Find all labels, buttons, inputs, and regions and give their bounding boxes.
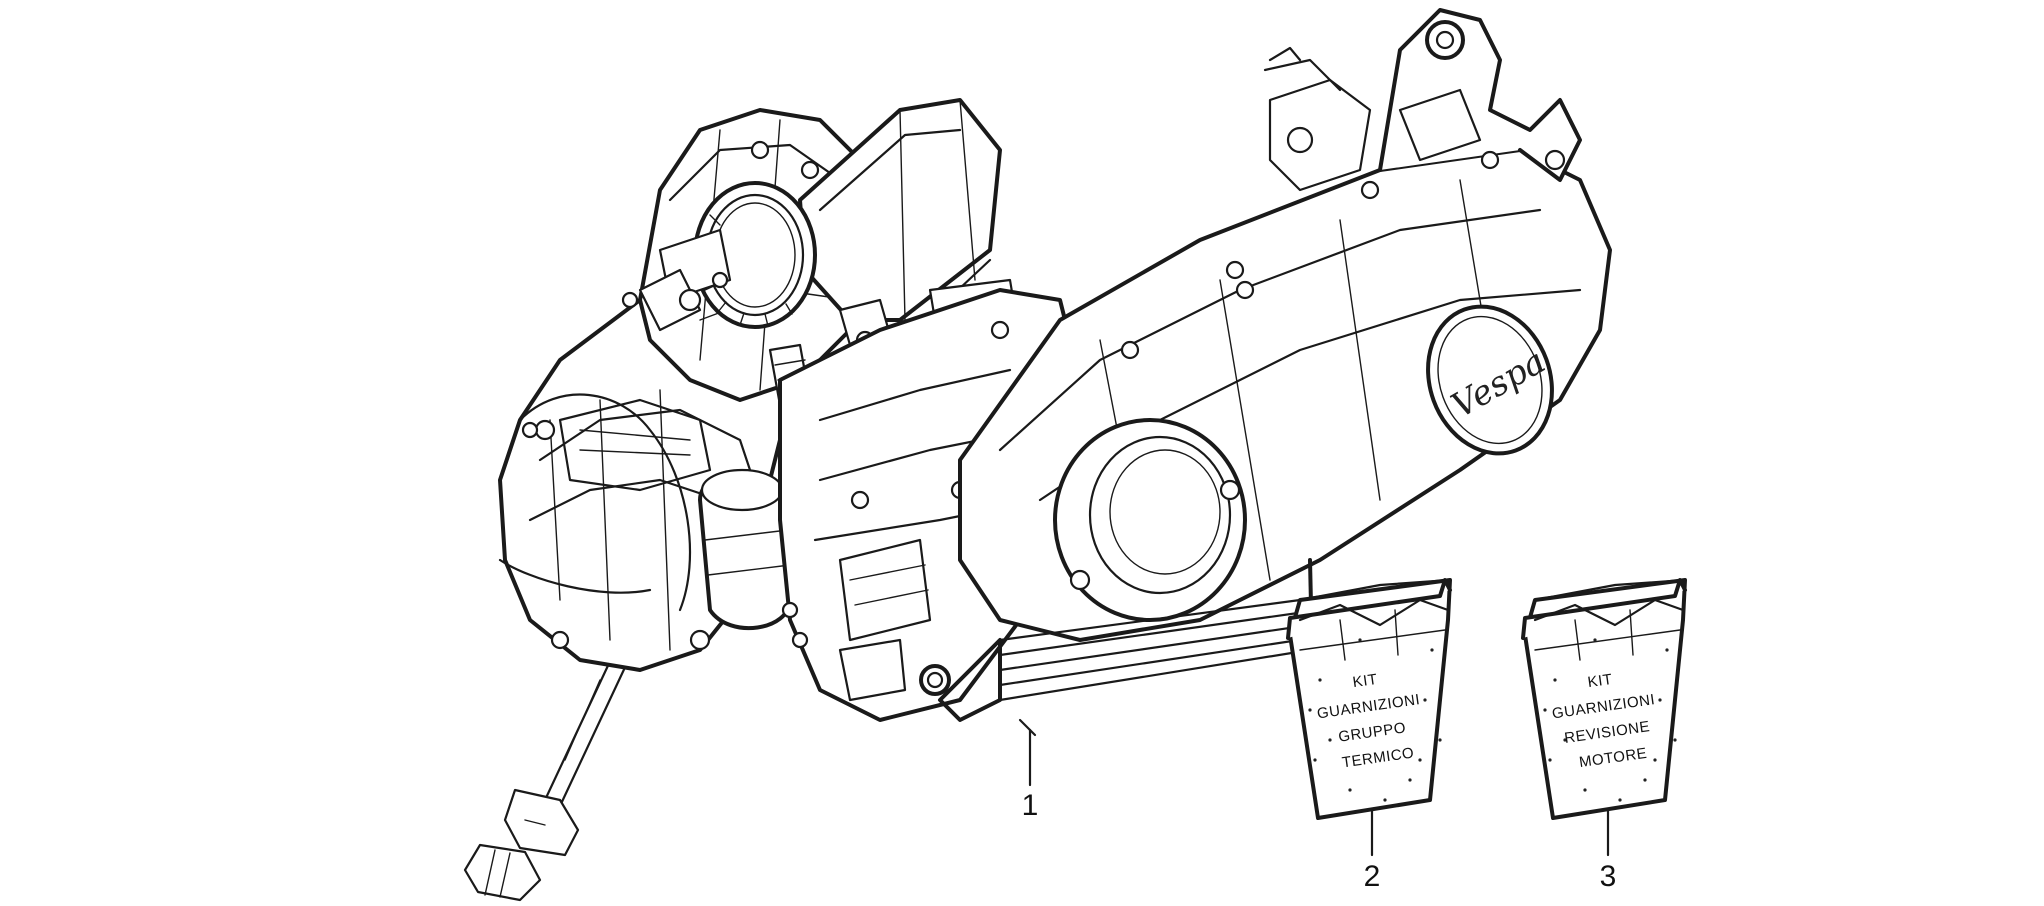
gasket-kit-cylinder: KIT GUARNIZIONI GRUPPO TERMICO (1286, 578, 1452, 857)
gasket-kit-engine-overhaul: KIT GUARNIZIONI REVISIONE MOTORE (1521, 578, 1687, 857)
kit-3-line-1: KIT (1587, 671, 1614, 691)
transmission-cover: Vespa (919, 148, 1612, 722)
oil-filter (698, 468, 792, 631)
drive-cable (463, 638, 637, 902)
engine-assembly: Vespa (463, 8, 1612, 902)
rear-mount-bracket (1120, 8, 1582, 360)
callout-number-3: 3 (1600, 860, 1617, 893)
callout-number-2: 2 (1364, 860, 1381, 893)
wiring-harness (498, 393, 692, 612)
kit-2-line-1: KIT (1352, 671, 1379, 691)
callout-number-1: 1 (1022, 789, 1039, 822)
throttle-body (621, 181, 817, 332)
